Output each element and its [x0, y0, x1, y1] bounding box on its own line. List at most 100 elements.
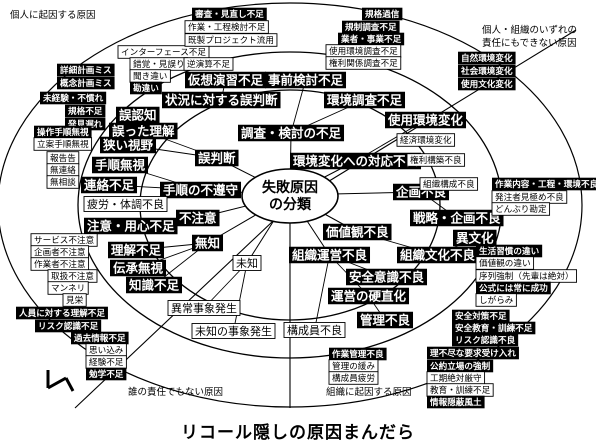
category-node-9: 誤判断 — [195, 149, 239, 167]
node-box — [34, 125, 92, 139]
node-box — [40, 91, 107, 105]
node-box — [458, 77, 516, 91]
node-label: 構成員疲労 — [332, 372, 375, 384]
node-label: 規制調査不足 — [345, 21, 397, 33]
node-label: 作業者不注意 — [34, 258, 86, 270]
link-line-20 — [233, 262, 248, 332]
node-label: 事前検討不足 — [268, 73, 344, 88]
node-label: 経験不足 — [89, 356, 124, 368]
quadrant-label-0: 個人に起因する原因 — [10, 9, 96, 21]
quadrant-label-4: 組織に起因する原因 — [326, 386, 412, 398]
node-box — [176, 209, 220, 227]
node-box — [452, 333, 519, 347]
node-label: 戦略・企画不良 — [413, 211, 501, 226]
detail-node-93: 構成員疲労 — [328, 371, 379, 385]
node-label: 組織構成不良 — [423, 178, 475, 190]
detail-node-57: 錯覚・見誤り — [129, 57, 189, 71]
category-node-5: 注意・用心不足 — [84, 217, 178, 235]
detail-node-62: 作業・工程検討不足 — [184, 20, 269, 34]
node-label: 思い込み — [89, 345, 124, 356]
node-box — [283, 322, 346, 338]
node-label: 安全対策不足 — [455, 310, 507, 322]
node-label: 報告告 — [50, 152, 76, 164]
detail-node-73: 権利構築不良 — [406, 153, 466, 167]
node-label: インターフェース不足 — [121, 47, 206, 58]
node-label: 操作手順無視 — [37, 126, 89, 138]
node-box — [427, 395, 485, 409]
detail-node-38: 操作手順無視 — [34, 125, 92, 139]
node-label: 理解不足 — [111, 243, 162, 258]
node-box — [195, 149, 239, 167]
node-box — [406, 153, 466, 167]
category-node-31: 未知の事象発生 — [191, 323, 276, 339]
node-box — [83, 196, 168, 212]
detail-node-88: 工期絶対厳守 — [426, 371, 486, 385]
detail-node-61: 審査・見直し不足 — [192, 7, 267, 21]
detail-node-71: 使用文化変化 — [458, 77, 516, 91]
node-box — [108, 241, 165, 259]
node-box — [357, 311, 414, 329]
node-box — [410, 209, 504, 227]
detail-node-67: 使用環境調査不足 — [325, 44, 402, 58]
detail-node-33: 詳細計画ミス — [57, 63, 115, 77]
node-box — [289, 246, 371, 264]
node-label: 仮想演習不足 — [187, 73, 264, 88]
link-line-21 — [314, 254, 330, 331]
node-box — [62, 293, 87, 307]
detail-node-46: 作業者不注意 — [30, 257, 90, 271]
node-label: 無連絡 — [50, 164, 76, 176]
node-box — [323, 223, 392, 241]
node-label: リスク認識不足 — [38, 320, 99, 332]
detail-node-70: 社会環境変化 — [458, 64, 516, 78]
node-box — [160, 181, 242, 199]
detail-node-65: 規制調査不足 — [342, 20, 400, 34]
label-nodes: 無知知識不足伝承無視理解不足不注意注意・用心不足手順の不遵守連絡不足手順無視誤判… — [16, 7, 596, 409]
node-label: 権利構築不良 — [410, 154, 462, 166]
node-box — [184, 33, 278, 47]
category-node-43: 疲労・体調不良 — [83, 196, 168, 212]
category-node-15: 仮想演習不足 — [185, 71, 267, 89]
node-box — [427, 359, 494, 373]
node-label: 注意・用心不足 — [87, 219, 175, 234]
category-node-21: 戦略・企画不良 — [410, 209, 504, 227]
detail-node-79: 価値観の違い — [475, 256, 535, 270]
category-node-6: 手順の不遵守 — [160, 181, 242, 199]
category-node-3: 理解不足 — [108, 241, 165, 259]
node-label: 未経験・不慣れ — [42, 92, 104, 104]
node-label: 管理不良 — [360, 313, 411, 328]
node-box — [328, 371, 379, 385]
detail-node-83: 安全対策不足 — [452, 309, 510, 323]
detail-node-76: 発注者見極め不良 — [491, 190, 568, 204]
node-label: 不注意 — [179, 211, 217, 226]
center-ellipse — [241, 168, 339, 224]
node-label: 使用環境変化 — [387, 113, 464, 128]
node-label: リスク認識不良 — [455, 334, 516, 346]
node-box — [232, 255, 262, 271]
node-label: しがらみ — [479, 294, 514, 306]
node-label: 異常事象発生 — [171, 301, 237, 315]
node-label: 聞き違い — [133, 70, 167, 82]
node-label: 教育・訓練不足 — [430, 384, 491, 396]
node-label: 勉学不足 — [88, 368, 124, 380]
node-box — [130, 81, 162, 95]
node-box — [476, 281, 551, 295]
node-box — [290, 152, 422, 170]
detail-node-66: 業者・事業不足 — [338, 32, 405, 46]
detail-node-45: 企画者不注意 — [30, 245, 90, 259]
node-box — [427, 346, 519, 360]
node-label: 知識不足 — [128, 278, 180, 293]
detail-node-42: 無相談 — [46, 175, 80, 189]
detail-node-54: 経験不足 — [85, 355, 127, 369]
detail-node-84: 安全教育・訓練不足 — [452, 321, 536, 335]
node-label: 作業・工程検討不足 — [188, 21, 266, 33]
category-node-28: 管理不良 — [357, 311, 414, 329]
node-box — [458, 51, 516, 65]
node-box — [396, 133, 456, 147]
node-label: 権利関係調査不足 — [329, 57, 398, 69]
category-node-14: 状況に対する誤判断 — [162, 91, 281, 109]
node-box — [35, 319, 102, 333]
detail-node-48: マンネリ — [47, 281, 89, 295]
node-label: 手順の不遵守 — [163, 183, 239, 198]
node-label: 手順無視 — [95, 158, 146, 173]
